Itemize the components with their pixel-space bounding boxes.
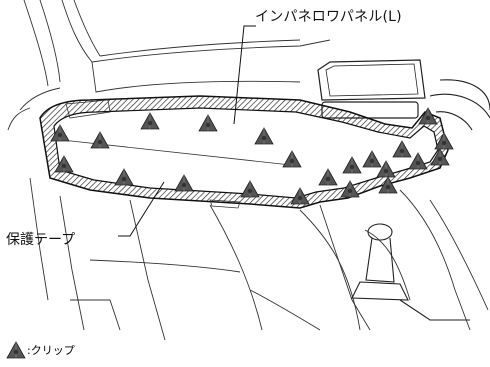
clip-icon <box>6 341 26 359</box>
tape-label: 保護テープ <box>6 232 76 248</box>
legend: :クリップ <box>6 340 75 360</box>
leader-lines <box>118 25 256 237</box>
steering-wheel <box>429 79 490 131</box>
panel-label: インパネロワパネル(L) <box>255 9 402 25</box>
legend-text: :クリップ <box>27 344 75 357</box>
gear-shifter <box>351 223 470 321</box>
instrument-lower-panel <box>39 95 449 209</box>
